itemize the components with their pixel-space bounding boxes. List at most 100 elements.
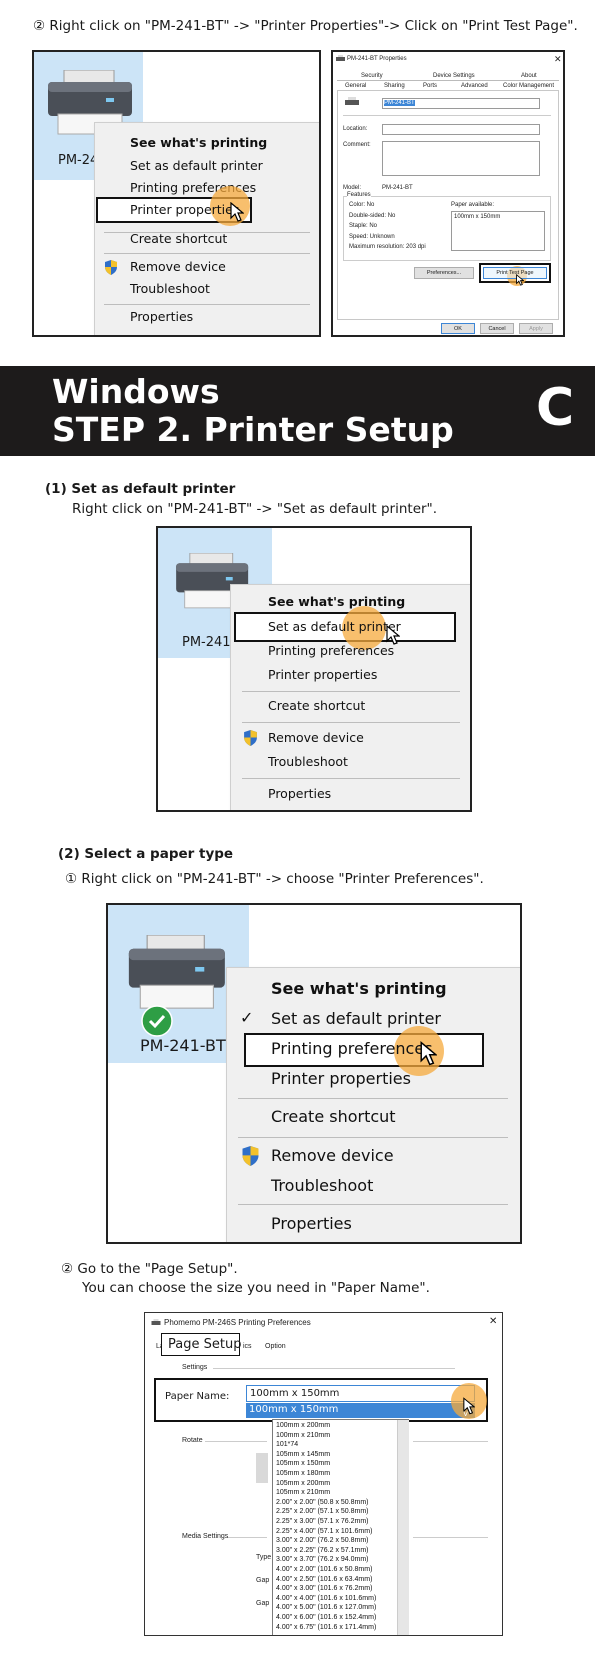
menu-see-whats-printing[interactable]: See what's printing [268,594,406,609]
paper-option[interactable]: 2.25" x 4.00" (57.1 x 101.6mm) [276,1527,373,1535]
paper-option[interactable]: 100mm x 200mm [276,1422,331,1429]
menu-troubleshoot[interactable]: Troubleshoot [268,754,348,769]
click-glow [210,186,250,226]
mouse-cursor-icon [463,1397,475,1415]
feature-double-sided: Double-sided: No [349,213,396,219]
tab-ports[interactable]: Ports [423,83,438,89]
menu-create-shortcut[interactable]: Create shortcut [130,231,228,246]
preferences-button[interactable]: Preferences... [414,267,474,279]
mouse-cursor-icon [516,274,524,286]
tab-security[interactable]: Security [361,73,383,79]
comment-field[interactable] [382,141,540,176]
paper-option[interactable]: 4.00" x 6.00" (101.6 x 152.4mm) [276,1614,377,1621]
paper-option[interactable]: 4.00" x 2.00" (101.6 x 50.8mm) [276,1566,373,1573]
printer-name-field[interactable]: PM-241-BT [382,98,540,109]
settings-panel-grey [256,1453,268,1483]
dropdown-chevron-icon[interactable]: ˅ [463,1409,469,1419]
menu-properties[interactable]: Properties [268,786,332,801]
paper-option[interactable]: 4.00" x 6.75" (101.6 x 171.4mm) [276,1623,377,1631]
tab-about[interactable]: About [521,73,537,79]
tab-option[interactable]: Option [265,1343,286,1350]
paper-option[interactable]: 101*74 [276,1441,299,1449]
paper-option[interactable]: 2.25" x 2.00" (57.1 x 50.8mm) [276,1508,369,1516]
tab-hidden[interactable]: La [156,1343,164,1350]
tab-color-management[interactable]: Color Management [503,83,555,89]
paper-name-selected-option[interactable]: 100mm x 150mm [246,1403,475,1418]
dropdown-scrollbar[interactable] [397,1420,409,1635]
menu-separator [104,253,310,254]
paper-option[interactable]: 105mm x 210mm [276,1489,331,1497]
menu-create-shortcut[interactable]: Create shortcut [268,698,366,713]
menu-properties[interactable]: Properties [130,309,194,324]
cancel-button[interactable]: Cancel [480,323,514,334]
right-rule [413,1441,488,1442]
menu-printing-preferences[interactable]: Printing preferences [271,1039,433,1058]
menu-see-whats-printing[interactable]: See what's printing [130,135,268,150]
ok-button[interactable]: OK [441,323,475,334]
paper-option[interactable]: 105mm x 200mm [276,1479,331,1487]
paper-option[interactable]: 3.00" x 2.00" (76.2 x 50.8mm) [276,1537,369,1545]
settings-label: Settings [182,1364,208,1371]
tab-page-setup-box[interactable]: Page Setup [161,1333,241,1356]
paper-available-list[interactable]: 100mm x 150mm [451,211,545,251]
screenshot-printing-preferences-menu: PM-241-BT See what's printing ✓ Set as d… [106,903,522,1244]
paper-option[interactable]: 105mm x 150mm [276,1460,331,1468]
tab-advanced[interactable]: Advanced [461,83,488,89]
paper-option[interactable]: 4.00" x 5.00" (101.6 x 127.0mm) [276,1604,377,1612]
menu-separator [238,1204,508,1205]
tab-device-settings[interactable]: Device Settings [433,73,475,79]
features-label: Features [347,192,371,198]
menu-set-default[interactable]: Set as default printer [271,1009,441,1028]
banner-line2: STEP 2. Printer Setup [52,410,454,449]
menu-troubleshoot[interactable]: Troubleshoot [271,1176,374,1195]
menu-remove-device[interactable]: Remove device [130,259,226,274]
menu-remove-device[interactable]: Remove device [271,1146,394,1165]
paper-option[interactable]: 105mm x 180mm [276,1470,331,1477]
paper-available-value: 100mm x 150mm [454,214,501,220]
menu-set-default[interactable]: Set as default printer [130,158,263,173]
paper-option[interactable]: 4.00" x 4.00" (101.6 x 101.6mm) [276,1594,377,1602]
menu-printing-preferences[interactable]: Printing preferences [268,643,395,658]
menu-remove-device[interactable]: Remove device [268,730,364,745]
menu-see-whats-printing[interactable]: See what's printing [271,979,447,998]
paper-option[interactable]: 100mm x 210mm [276,1431,331,1439]
settings-rule [213,1368,455,1369]
print-test-page-button[interactable]: Print Test Page [483,267,547,279]
dialog-title: PM-241-BT Properties [347,56,407,62]
paper-option[interactable]: 4.00" x 3.00" (101.6 x 76.2mm) [276,1585,373,1593]
default-check-icon [141,1005,173,1037]
model-value: PM-241-BT [382,185,413,191]
apply-button[interactable]: Apply [519,323,553,334]
tab-graphics[interactable]: ics [243,1343,252,1350]
menu-printer-properties[interactable]: Printer properties [268,667,378,682]
paper-selected-text: 100mm x 150mm [249,1404,339,1415]
close-icon[interactable]: ✕ [489,1316,498,1327]
menu-printer-properties[interactable]: Printer properties [271,1069,411,1088]
menu-separator [242,691,460,692]
paper-option[interactable]: 2.00" x 2.00" (50.8 x 50.8mm) [276,1498,369,1506]
menu-create-shortcut[interactable]: Create shortcut [271,1107,396,1126]
printer-label: PM-241-BT [140,1036,226,1055]
paper-option[interactable]: 3.00" x 2.25" (76.2 x 57.1mm) [276,1546,369,1554]
paper-option[interactable]: 4.00" x 2.50" (101.6 x 63.4mm) [276,1575,373,1583]
paper-option[interactable]: 105mm x 145mm [276,1450,331,1458]
paper-name-select[interactable]: 100mm x 150mm [246,1385,475,1402]
features-group [343,196,551,261]
model-label: Model: [343,185,362,191]
paper-option[interactable]: 3.00" x 3.70" (76.2 x 94.0mm) [276,1556,369,1564]
menu-set-default[interactable]: Set as default printer [268,619,401,634]
menu-properties[interactable]: Properties [271,1214,352,1233]
tab-general[interactable]: General [345,83,367,89]
menu-separator [242,778,460,779]
close-icon[interactable]: ✕ [554,54,562,64]
location-field[interactable] [382,124,540,135]
section2-sub2-line1: ② Go to the "Page Setup". [61,1261,238,1277]
menu-printer-properties[interactable]: Printer properties [130,202,240,217]
tab-sharing[interactable]: Sharing [384,83,405,89]
divider [343,115,551,116]
menu-separator [104,232,310,233]
menu-troubleshoot[interactable]: Troubleshoot [130,281,210,296]
paper-option[interactable]: 2.25" x 3.00" (57.1 x 76.2mm) [276,1518,369,1525]
feature-max-resolution: Maximum resolution: 203 dpi [349,244,426,250]
